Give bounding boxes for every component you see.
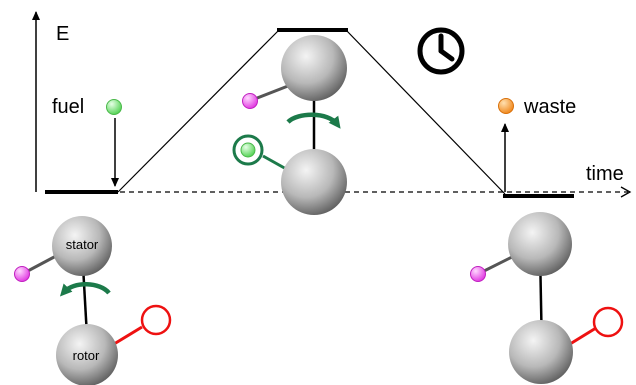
waste-molecule bbox=[498, 98, 514, 114]
rotor-label: rotor bbox=[73, 348, 100, 363]
empty-binding-site-bond bbox=[569, 326, 597, 346]
magenta-ligand-bond bbox=[23, 254, 57, 275]
stator-label: stator bbox=[66, 237, 99, 252]
time-axis-label: time bbox=[586, 163, 624, 185]
empty-binding-site bbox=[592, 306, 624, 338]
stator-sphere bbox=[508, 212, 572, 276]
motor-final-state bbox=[470, 212, 624, 384]
motor-transition-state bbox=[232, 35, 347, 215]
rotation-arrow-icon bbox=[286, 112, 341, 129]
rotor-sphere bbox=[281, 149, 347, 215]
rotor-sphere bbox=[56, 324, 118, 385]
clock-icon bbox=[417, 27, 465, 75]
rotor-sphere bbox=[509, 320, 573, 384]
stator-sphere bbox=[281, 35, 347, 101]
fuel-label: fuel bbox=[52, 96, 84, 118]
empty-binding-site bbox=[140, 304, 172, 336]
energy-profile-rise bbox=[117, 29, 280, 193]
empty-binding-site-bond bbox=[113, 325, 143, 346]
energy-profile-fall bbox=[345, 29, 506, 195]
magenta-ligand bbox=[14, 266, 30, 282]
stator-sphere bbox=[52, 216, 112, 276]
bound-fuel-molecule bbox=[240, 142, 256, 158]
magenta-ligand bbox=[242, 93, 258, 109]
magenta-ligand-bond bbox=[479, 254, 515, 275]
time-axis-arrowhead bbox=[620, 186, 632, 198]
rotation-arrow-icon bbox=[59, 282, 111, 297]
waste-label: waste bbox=[523, 96, 576, 118]
magenta-ligand bbox=[470, 266, 486, 282]
magenta-ligand-bond bbox=[251, 84, 289, 102]
motor-initial-state: stator rotor bbox=[14, 216, 172, 385]
energy-axis-label: E bbox=[56, 23, 69, 45]
bound-site-bond bbox=[262, 154, 289, 172]
fuel-molecule bbox=[106, 99, 122, 115]
